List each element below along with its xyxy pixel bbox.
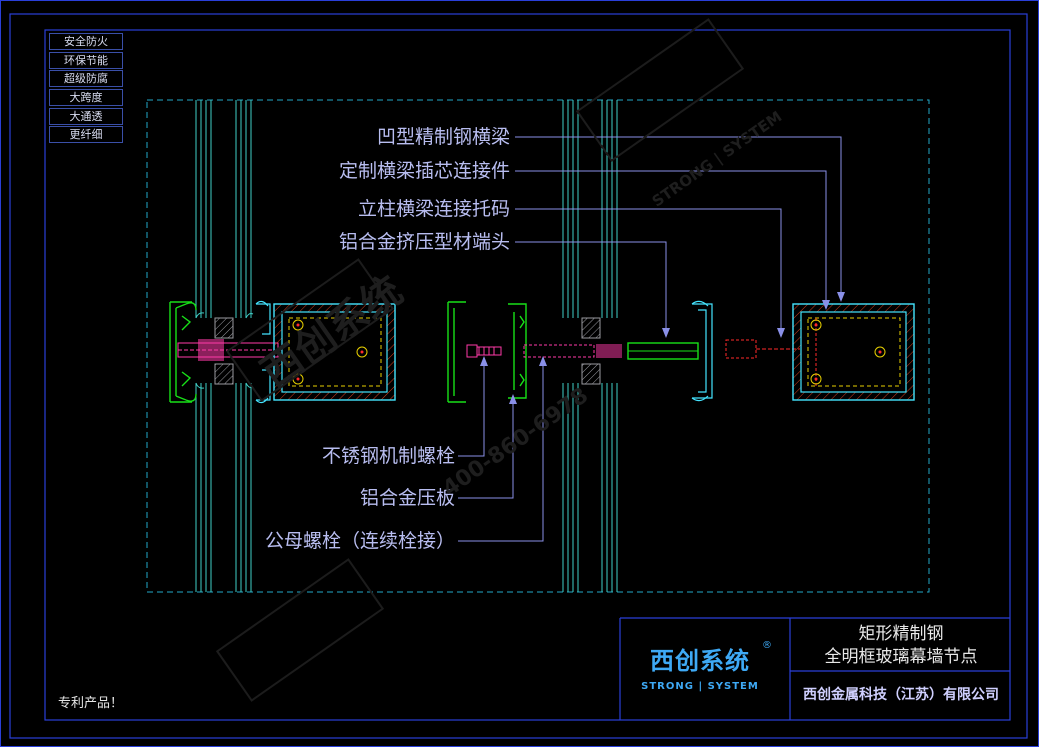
feature-slender: 更纤细 <box>49 126 123 143</box>
callout-support-bracket: 立柱横梁连接托码 <box>357 198 510 220</box>
title-block <box>619 617 1010 720</box>
callout-stainless-bolt: 不锈钢机制螺栓 <box>321 445 455 467</box>
left-glass-panel <box>195 100 254 592</box>
drawing-frame <box>44 29 1011 721</box>
detail-region <box>146 99 930 593</box>
feature-fireproof: 安全防火 <box>49 33 123 50</box>
leader-arrowheads <box>480 292 845 404</box>
feature-anticorrosion: 超级防腐 <box>49 70 123 87</box>
patent-note: 专利产品！ <box>58 696 124 711</box>
feature-transparent: 大通透 <box>49 108 123 125</box>
callout-continuous-bolt: 公母螺栓（连续栓接） <box>264 530 455 552</box>
callout-pressure-plate: 铝合金压板 <box>359 487 455 509</box>
aluminum-end-head <box>627 342 699 360</box>
registered-mark: ® <box>762 640 772 651</box>
left-seal-blocks <box>214 317 234 385</box>
brand-logo-text: 西创系统 <box>650 647 750 675</box>
center-seal-blocks <box>581 317 601 385</box>
center-stainless-bolt <box>466 344 502 358</box>
leader-lines <box>458 136 842 542</box>
callout-steel-transom: 凹型精制钢横梁 <box>376 126 510 148</box>
brand-logo-subtitle: STRONG | SYSTEM <box>641 681 759 692</box>
support-bracket <box>691 300 713 402</box>
callout-insert-connector: 定制横梁插芯连接件 <box>338 160 510 182</box>
callout-end-head: 铝合金挤压型材端头 <box>338 231 510 253</box>
inner-border <box>9 13 1028 739</box>
company-name: 西创金属科技（江苏）有限公司 <box>803 687 999 703</box>
drawing-title-line1: 矩形精制钢 <box>858 624 944 644</box>
left-pressure-plate <box>169 301 197 403</box>
feature-large-span: 大跨度 <box>49 89 123 106</box>
center-pressure-plate <box>447 301 527 403</box>
transom-insert-connector <box>725 339 800 359</box>
drawing-title-line2: 全明框玻璃幕墙节点 <box>824 647 978 667</box>
center-continuous-bolt <box>523 344 622 358</box>
watermark-marks <box>215 18 745 702</box>
right-steel-transom <box>792 303 915 401</box>
feature-energy-saving: 环保节能 <box>49 52 123 69</box>
